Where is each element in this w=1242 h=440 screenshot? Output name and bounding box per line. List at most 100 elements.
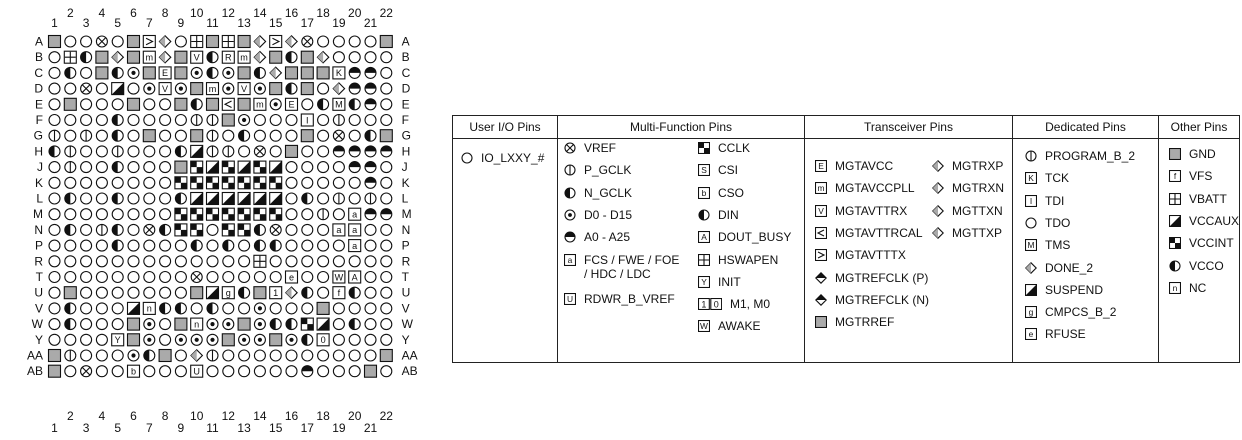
sym-w-pin: W [332,270,346,284]
user-io-pin [95,176,108,189]
legend-header-user-io: User I/O Pins [453,116,557,139]
mgt-diamond-pin [285,35,298,48]
sym-u-icon: U [564,292,576,305]
sym-n-icon: n [1169,281,1181,294]
row-label-right: P [402,239,410,253]
p-gclk-pin [206,129,219,142]
data-pin [238,333,251,346]
user-io-pin [380,255,393,268]
column-label-bottom: 22 [380,409,394,423]
user-io-pin [48,192,61,205]
user-io-pin [174,255,187,268]
data-pin [253,333,266,346]
user-io-pin [111,98,124,111]
row-label-left: G [34,129,43,143]
user-io-pin [348,51,361,64]
user-io-pin [64,270,77,284]
data-pin [127,66,140,79]
row-label-right: V [402,301,410,315]
n-gclk-icon [564,187,576,199]
gnd-pin [95,50,109,64]
user-io-pin [301,223,314,236]
vref-pin [269,223,282,236]
user-io-pin [222,302,235,315]
vccint-pin [174,223,188,237]
gnd-pin [190,129,204,143]
sym-r-pin: R [221,50,235,64]
gnd-pin [221,333,235,347]
sym-v-pin: V [190,50,204,64]
user-io-pin [48,161,61,174]
user-io-pin [317,113,330,127]
refclk-n-icon [815,293,827,306]
user-io-pin [64,129,77,142]
column-label-bottom: 12 [222,409,236,423]
user-io-pin [301,302,314,315]
data-pin [206,318,219,331]
legend-entry: MGTREFCLK (P) [815,271,928,285]
user-io-pin [174,349,187,362]
svg-text:K: K [1028,173,1034,183]
p-gclk-pin [332,113,345,127]
user-io-pin [364,113,377,127]
gnd-pin [379,348,393,363]
user-io-pin [64,239,77,252]
user-io-pin [95,365,108,378]
legend-entry: VREF [564,141,616,155]
user-io-pin [127,223,140,236]
sym-m-pin: m [253,97,267,111]
gnd-pin [269,50,283,64]
user-io-pin [332,51,345,64]
svg-text:a: a [352,209,358,219]
user-io-pin [48,82,61,95]
user-io-pin [95,349,108,362]
p-gclk-pin [64,349,77,362]
svg-text:V: V [162,84,169,94]
sym-y-icon: Y [698,275,710,288]
user-io-pin [95,239,108,252]
n-gclk-pin [301,192,314,205]
svg-text:a: a [352,225,358,235]
user-io-pin [95,318,108,331]
data-pin [253,82,266,95]
gnd-pin [174,97,188,111]
user-io-pin [159,129,172,142]
user-io-pin [285,129,298,142]
user-io-pin [317,349,330,362]
legend-label: INIT [718,274,741,289]
n-gclk-pin [111,161,124,174]
user-io-pin [143,286,156,299]
user-io-pin [48,318,61,331]
legend-label: CMPCS_B_2 [1045,305,1117,320]
legend-header-multi-function: Multi-Function Pins [558,116,804,139]
mgt-diamond-icon [932,204,944,217]
column-label-bottom: 1 [51,421,58,435]
user-io-pin [64,176,77,189]
gnd-pin [190,286,204,300]
sym-u-pin: U [190,364,204,378]
legend-label: CCLK [718,141,751,155]
user-io-pin [301,255,314,268]
row-label-right: K [402,176,410,190]
gnd-pin [95,66,109,80]
svg-text:b: b [131,366,136,376]
sym-k-icon: K [1025,172,1037,185]
user-io-pin [285,208,298,221]
row-label-left: J [37,160,43,174]
legend-entry: D0 - D15 [564,208,632,222]
user-io-pin [317,286,330,299]
n-gclk-pin [206,66,219,79]
user-io-pin [48,176,61,189]
column-label-top: 8 [162,6,169,20]
svg-text:m: m [240,52,248,62]
legend-entry: MGTRXP [932,159,1003,173]
legend-entry: CCLK [698,141,750,155]
user-io-pin [174,129,187,142]
user-io-pin [317,255,330,268]
gnd-pin [284,66,299,80]
user-io-pin [301,161,314,174]
vccint-pin [190,207,204,221]
